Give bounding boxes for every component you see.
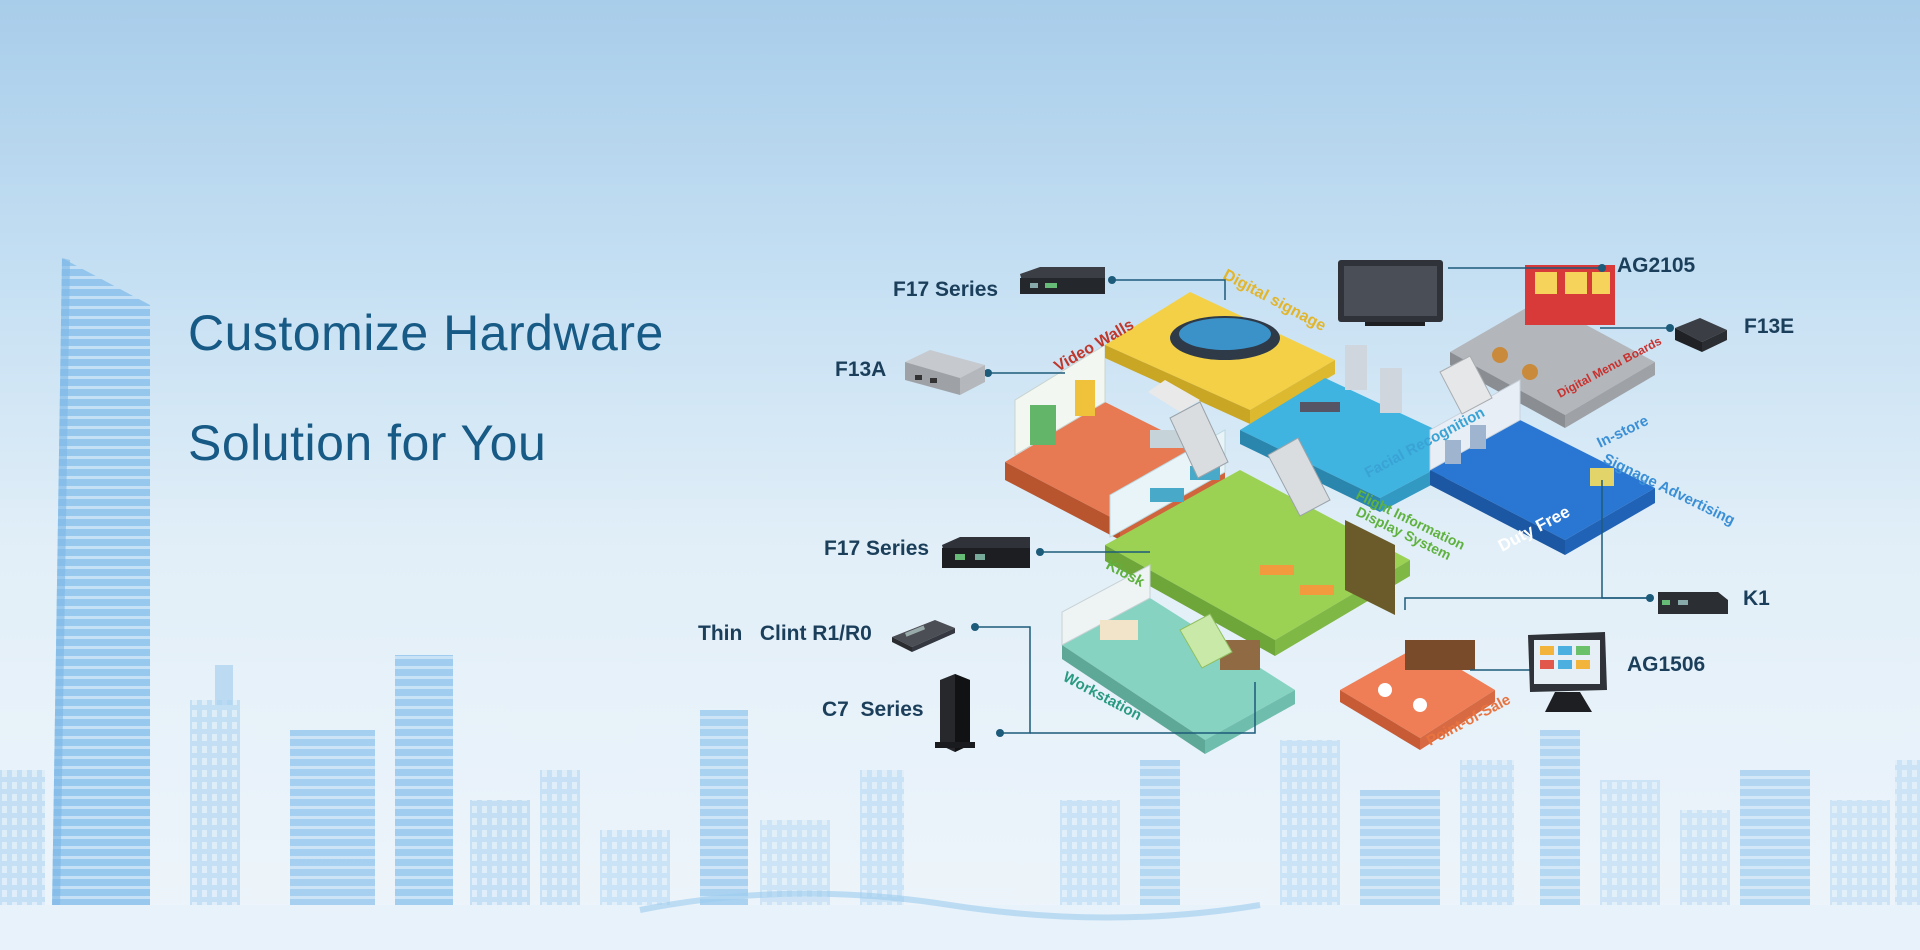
- zone-digital-signage: [1105, 292, 1335, 424]
- device-ag1506[interactable]: [1528, 632, 1607, 712]
- device-c7-series[interactable]: [935, 674, 975, 752]
- device-f17-series-top[interactable]: [1020, 267, 1105, 294]
- zone-duty-free: [1429, 379, 1655, 555]
- connector-lines: [975, 267, 1670, 734]
- zone-label-in-store: In-store: [1594, 412, 1651, 451]
- headline-line-2: Solution for You: [188, 415, 547, 471]
- stairs: [1439, 355, 1493, 415]
- escalator: [1169, 401, 1229, 479]
- label-ag2105[interactable]: AG2105: [1617, 254, 1696, 277]
- label-k1[interactable]: K1: [1743, 587, 1770, 610]
- device-ag2105[interactable]: [1338, 260, 1443, 326]
- zone-workstation: [1061, 564, 1295, 754]
- stairs: [1179, 613, 1233, 669]
- device-thin-client[interactable]: [892, 620, 955, 652]
- headline-line-1: Customize Hardware: [188, 305, 664, 361]
- hero-headline: Customize Hardware Solution for You: [188, 278, 664, 498]
- label-f17-series-top[interactable]: F17 Series: [893, 278, 999, 301]
- escalator: [1267, 437, 1331, 517]
- device-f13a[interactable]: [905, 350, 985, 395]
- label-c7-series[interactable]: C7 Series: [822, 698, 924, 721]
- label-f13e[interactable]: F13E: [1744, 315, 1795, 338]
- device-f13e[interactable]: [1675, 318, 1727, 352]
- device-k1[interactable]: [1658, 592, 1728, 614]
- label-ag1506[interactable]: AG1506: [1627, 653, 1706, 676]
- device-f17-series-mid[interactable]: [942, 537, 1030, 568]
- label-thin-client[interactable]: Thin Clint R1/R0: [698, 622, 872, 645]
- label-f13a[interactable]: F13A: [835, 358, 887, 381]
- zone-point-of-sale: [1340, 640, 1495, 750]
- label-f17-series-mid[interactable]: F17 Series: [824, 537, 930, 560]
